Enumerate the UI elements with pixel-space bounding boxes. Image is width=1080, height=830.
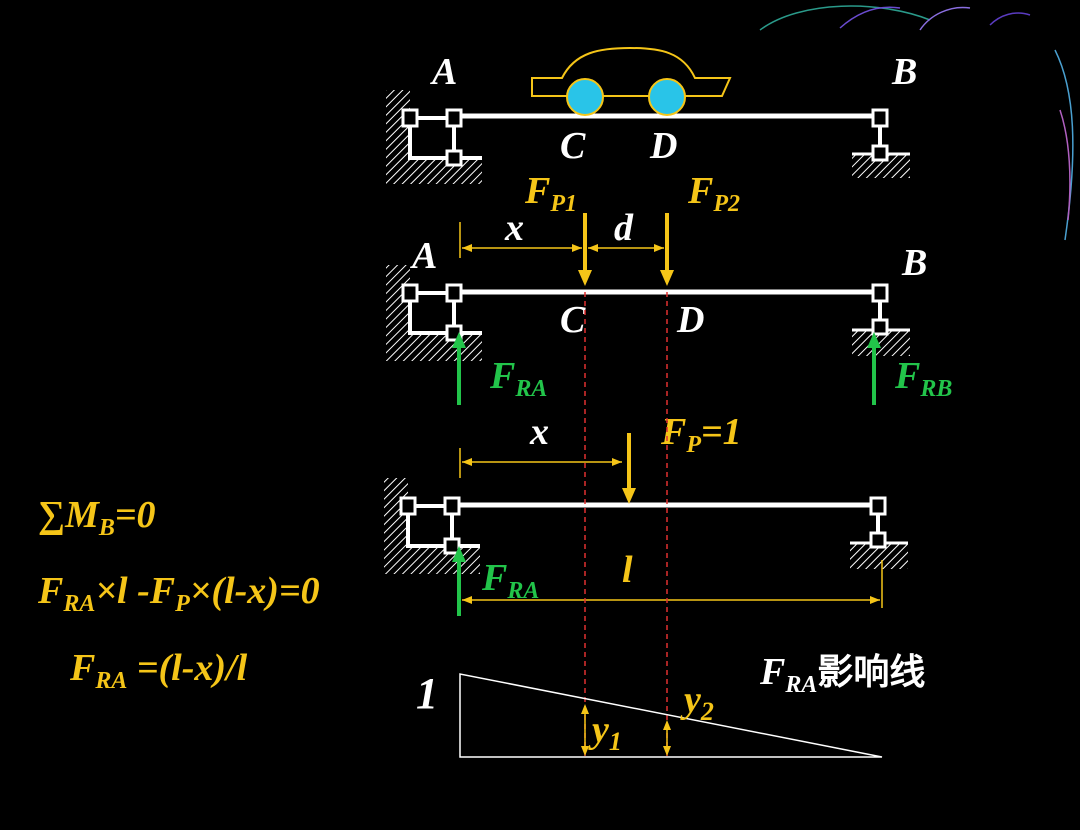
dim-d: d — [614, 207, 634, 249]
car-wheel-front — [566, 78, 604, 116]
influence-title: FRA影响线 — [759, 651, 925, 698]
label-a-1: A — [430, 51, 457, 93]
label-c-2: C — [560, 299, 586, 341]
label-fp1: FP1 — [524, 170, 577, 217]
car-wheel-rear — [648, 78, 686, 116]
structure-unit-load: x FP=1 FRA l — [384, 411, 908, 616]
label-d-2: D — [676, 299, 704, 341]
structure-two-loads: x d FP1 FP2 A B C D FRA FRB — [386, 170, 952, 405]
wall-support-1 — [386, 90, 410, 184]
decorative-swirls — [759, 5, 1074, 241]
label-fp2: FP2 — [687, 170, 740, 217]
ordinate-one: 1 — [416, 669, 438, 718]
equation-result: FRA =(l-x)/l — [69, 647, 248, 694]
label-c-1: C — [560, 125, 586, 167]
label-a-2: A — [410, 235, 437, 277]
label-y2: y2 — [680, 679, 714, 726]
label-fp-unit: FP=1 — [660, 411, 742, 458]
label-b-1: B — [891, 51, 917, 93]
structure-car: A B C D — [386, 46, 917, 184]
label-y1: y1 — [588, 709, 622, 756]
dim-x-1: x — [504, 207, 524, 249]
influence-triangle — [459, 673, 883, 758]
equation-balance: FRA×l -FP×(l-x)=0 — [37, 570, 320, 617]
influence-line: 1 y1 y2 FRA影响线 — [416, 651, 925, 758]
label-fra-3: FRA — [481, 557, 539, 604]
equation-moment: ∑MB=0 — [38, 494, 156, 541]
dim-x-2: x — [529, 411, 549, 453]
label-fra-2: FRA — [489, 355, 547, 402]
guide-lines — [584, 292, 668, 756]
equations: ∑MB=0 FRA×l -FP×(l-x)=0 FRA =(l-x)/l — [37, 494, 320, 694]
car-body — [531, 46, 732, 97]
label-b-2: B — [901, 242, 927, 284]
label-d-1: D — [649, 125, 677, 167]
label-frb: FRB — [894, 355, 952, 402]
dim-l: l — [622, 549, 633, 591]
